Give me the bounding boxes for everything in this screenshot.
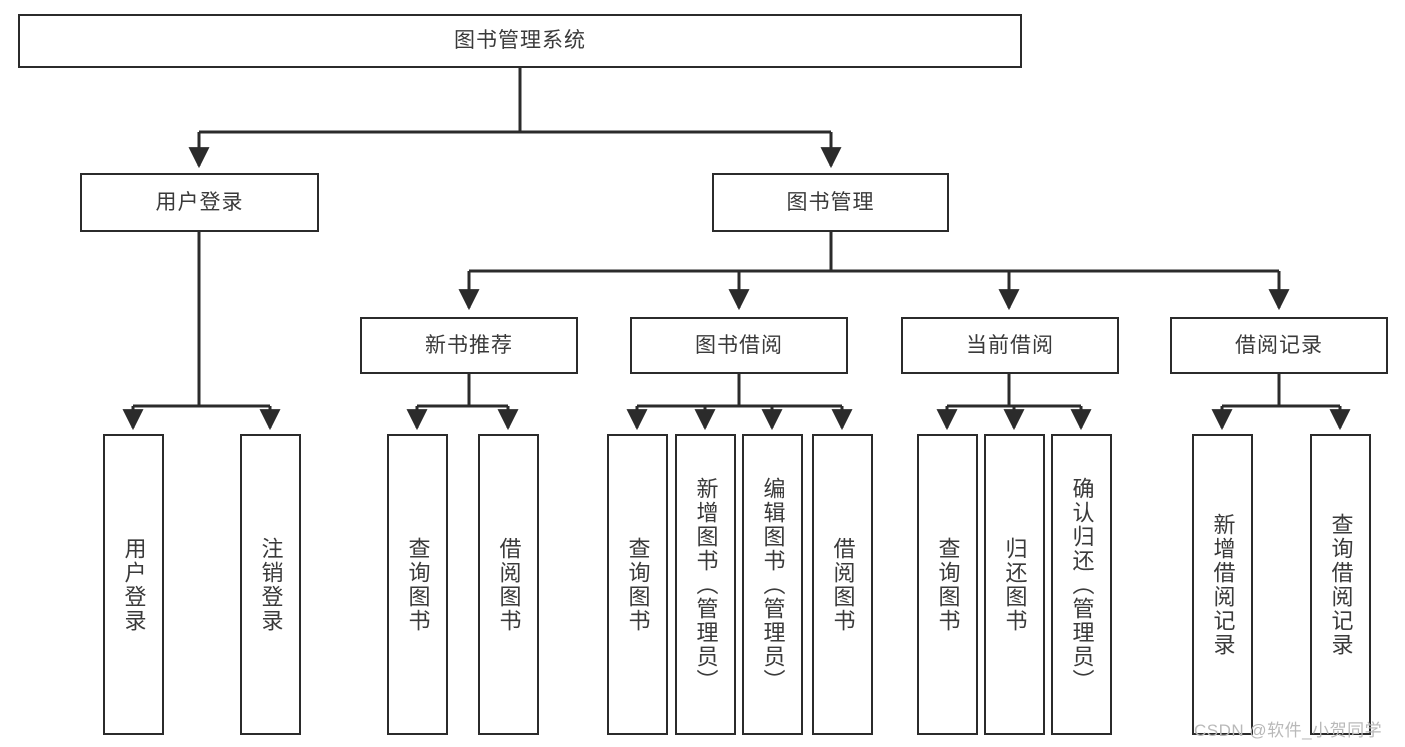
- node-leaf-add-book-admin[interactable]: 新增图书（管理员）: [675, 434, 736, 735]
- node-new-book-recommend[interactable]: 新书推荐: [360, 317, 578, 374]
- node-leaf-query-book-1-label: 查询图书: [405, 536, 431, 633]
- node-leaf-user-login-label: 用户登录: [121, 536, 147, 633]
- node-leaf-user-logout-label: 注销登录: [258, 536, 284, 633]
- node-leaf-query-book-2[interactable]: 查询图书: [607, 434, 668, 735]
- node-leaf-user-logout[interactable]: 注销登录: [240, 434, 301, 735]
- node-leaf-add-book-admin-label: 新增图书（管理员）: [693, 476, 719, 693]
- node-leaf-user-login[interactable]: 用户登录: [103, 434, 164, 735]
- node-new-book-recommend-label: 新书推荐: [425, 333, 513, 357]
- node-borrow-record-label: 借阅记录: [1235, 333, 1323, 357]
- node-leaf-query-book-1[interactable]: 查询图书: [387, 434, 448, 735]
- node-leaf-query-book-3[interactable]: 查询图书: [917, 434, 978, 735]
- node-user-login[interactable]: 用户登录: [80, 173, 319, 232]
- node-leaf-borrow-book-2-label: 借阅图书: [830, 536, 856, 633]
- node-leaf-return-book-label: 归还图书: [1002, 536, 1028, 633]
- node-leaf-query-book-3-label: 查询图书: [935, 536, 961, 633]
- node-book-manage-label: 图书管理: [786, 190, 875, 214]
- node-leaf-query-borrow-record[interactable]: 查询借阅记录: [1310, 434, 1371, 735]
- node-current-borrow[interactable]: 当前借阅: [901, 317, 1119, 374]
- node-leaf-edit-book-admin[interactable]: 编辑图书（管理员）: [742, 434, 803, 735]
- node-leaf-borrow-book-2[interactable]: 借阅图书: [812, 434, 873, 735]
- node-root[interactable]: 图书管理系统: [18, 14, 1022, 68]
- csdn-watermark: CSDN @软件_小贺同学: [1194, 721, 1383, 740]
- node-borrow-record[interactable]: 借阅记录: [1170, 317, 1388, 374]
- node-root-label: 图书管理系统: [454, 29, 586, 53]
- node-leaf-borrow-book-1[interactable]: 借阅图书: [478, 434, 539, 735]
- node-leaf-return-book[interactable]: 归还图书: [984, 434, 1045, 735]
- node-leaf-add-borrow-record-label: 新增借阅记录: [1210, 512, 1236, 657]
- node-leaf-query-borrow-record-label: 查询借阅记录: [1328, 512, 1354, 657]
- node-book-borrow-label: 图书借阅: [695, 333, 783, 357]
- node-user-login-label: 用户登录: [155, 190, 244, 214]
- node-leaf-borrow-book-1-label: 借阅图书: [496, 536, 522, 633]
- node-current-borrow-label: 当前借阅: [966, 333, 1054, 357]
- node-book-manage[interactable]: 图书管理: [712, 173, 949, 232]
- node-leaf-confirm-return-admin-label: 确认归还（管理员）: [1069, 476, 1095, 693]
- node-leaf-query-book-2-label: 查询图书: [625, 536, 651, 633]
- node-leaf-add-borrow-record[interactable]: 新增借阅记录: [1192, 434, 1253, 735]
- node-book-borrow[interactable]: 图书借阅: [630, 317, 848, 374]
- node-leaf-edit-book-admin-label: 编辑图书（管理员）: [760, 476, 786, 693]
- node-leaf-confirm-return-admin[interactable]: 确认归还（管理员）: [1051, 434, 1112, 735]
